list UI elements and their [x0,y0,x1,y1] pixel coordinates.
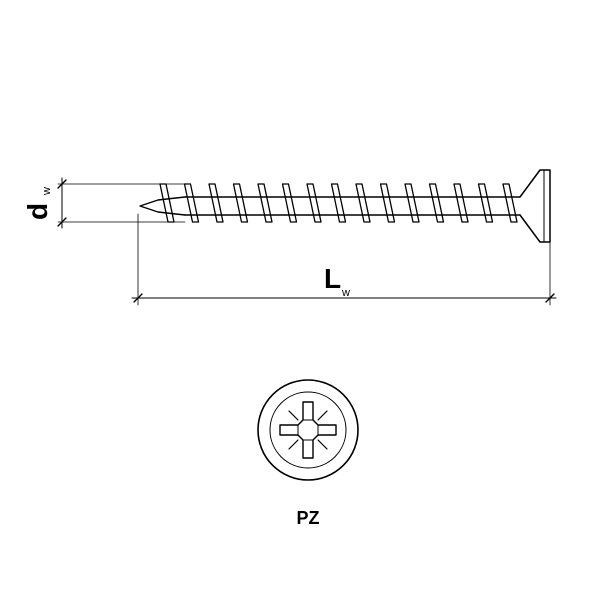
screw-side-view [139,169,551,243]
diameter-symbol: d [22,203,53,220]
pozidriv-cross-center [297,419,319,441]
pozidriv-cross [279,401,337,459]
pozidriv-head-icon [257,379,359,481]
thread-crest [428,183,445,223]
length-subscript: w [341,287,350,299]
screw-tip [139,196,186,216]
length-tick-right [545,293,555,303]
thread-crest [281,183,298,223]
drive-type-label: PZ [296,508,319,528]
head-inner-circle [269,391,347,469]
thread-crest [477,183,494,223]
screw-head [519,169,551,243]
thread-crest [232,183,249,223]
length-tick-left [133,293,143,303]
screw-shank [184,196,521,216]
thread-crest [330,183,347,223]
pozidriv-marks [288,410,328,450]
thread-crest [183,183,200,223]
diameter-tick-top [57,179,67,189]
diameter-tick-bottom [57,217,67,227]
thread-crest [404,183,420,223]
diameter-subscript: w [41,187,53,196]
diameter-dimension: d w [22,177,186,229]
length-symbol: L [324,263,341,294]
thread-crest [159,183,175,223]
thread-crest [379,183,396,223]
thread-crest [453,183,469,223]
thread-crest [257,183,273,223]
screw-threads [159,183,518,223]
thread-crest [502,183,518,223]
thread-crest [306,183,322,223]
length-dimension: L w [131,213,557,306]
thread-crest [355,183,371,223]
head-outer-circle [257,379,359,481]
thread-crest [208,183,224,223]
